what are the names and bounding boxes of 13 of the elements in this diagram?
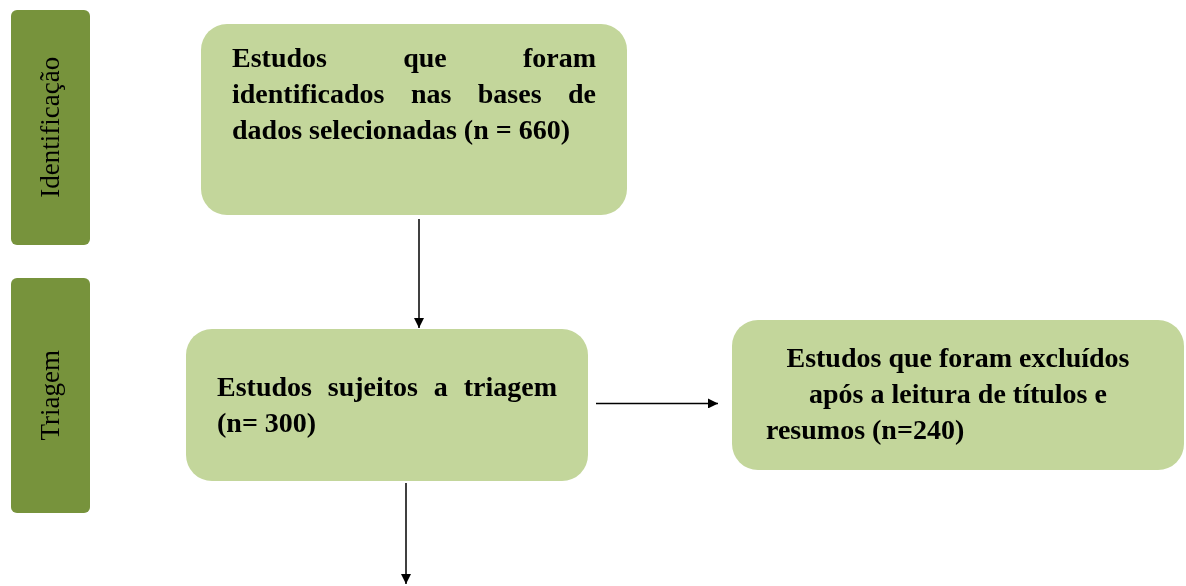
arrow: [414, 218, 424, 329]
stage-label: Triagem: [34, 350, 67, 441]
arrow: [595, 398, 719, 409]
box-text: Estudos que foram identificados nas bases de dados selecionadas (n = 660): [231, 41, 597, 147]
process-box: [732, 320, 1184, 470]
process-box: [186, 329, 588, 481]
box-text: Estudos sujeitos a triagem (n= 300): [216, 370, 558, 440]
stage-label: Identificação: [34, 57, 67, 198]
box-text: Estudos que foram excluídos após a leitura de títulos e resumos (n=240): [765, 341, 1131, 447]
stage-band: [11, 278, 90, 513]
process-box: [201, 24, 627, 215]
stage-band: [11, 10, 90, 245]
arrow: [401, 482, 411, 585]
